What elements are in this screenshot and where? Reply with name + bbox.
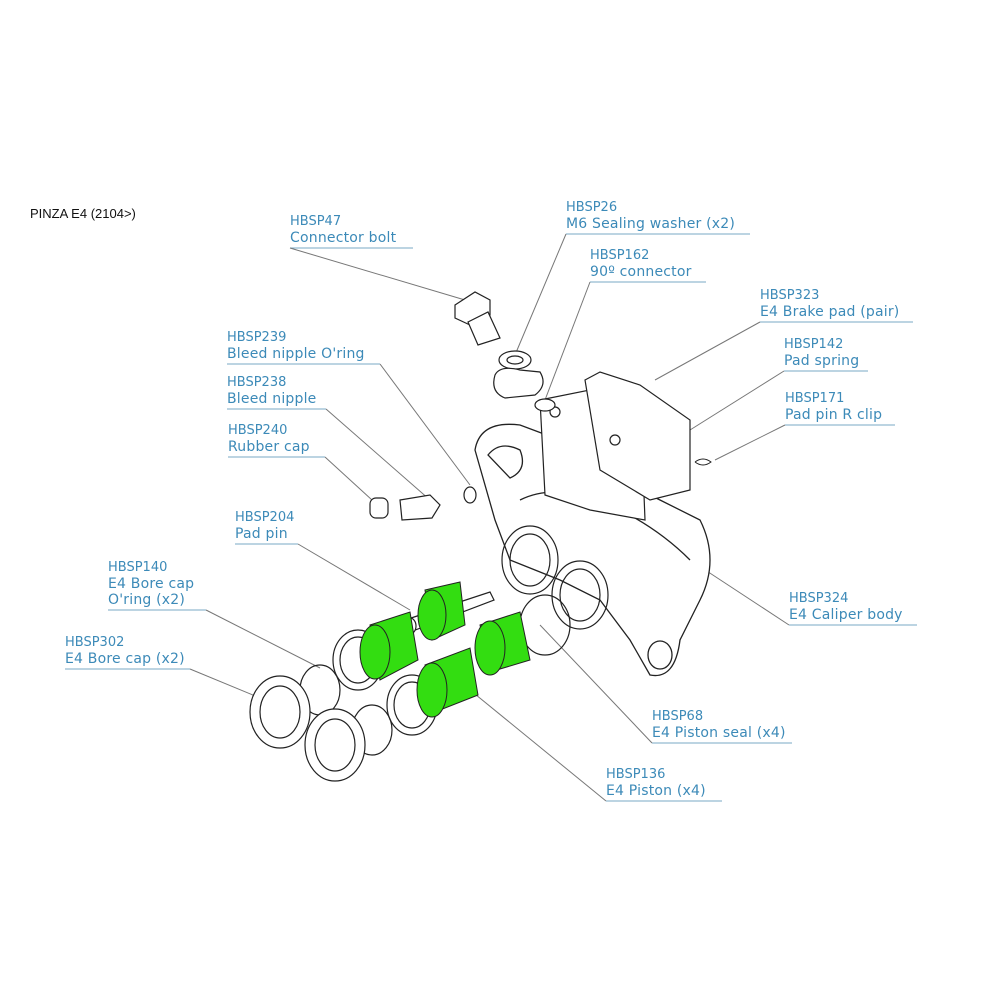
part-code: HBSP47 (290, 214, 342, 229)
part-description: Pad spring (784, 353, 860, 369)
bleed-parts (369, 486, 477, 521)
part-description: M6 Sealing washer (x2) (566, 216, 736, 232)
leader-line (205, 609, 321, 669)
leader-line (714, 424, 786, 461)
part-description: E4 Bore cap (108, 576, 195, 592)
pistons (359, 581, 531, 718)
leader-line (289, 247, 466, 301)
part-code: HBSP171 (785, 391, 845, 406)
part-code: HBSP140 (108, 560, 168, 575)
leader-line (514, 233, 567, 356)
connector-parts (454, 291, 556, 412)
leader-line (297, 543, 411, 611)
leader-line (469, 689, 607, 802)
diagram-title: PINZA E4 (2104>) (30, 206, 136, 221)
leader-line (654, 321, 761, 381)
part-description: E4 Piston seal (x4) (652, 725, 786, 741)
leader-line (189, 668, 266, 701)
part-description: 90º connector (590, 264, 692, 280)
part-description: Rubber cap (228, 439, 310, 455)
part-code: HBSP204 (235, 510, 295, 525)
part-description: Pad pin R clip (785, 407, 883, 423)
leader-lines (65, 233, 917, 802)
leader-line (539, 624, 653, 744)
part-code: HBSP302 (65, 635, 125, 650)
part-description: E4 Bore cap (x2) (65, 651, 185, 667)
leader-line (324, 456, 373, 501)
part-code: HBSP162 (590, 248, 650, 263)
leader-line (325, 408, 431, 501)
leader-line (689, 370, 785, 431)
part-description: E4 Piston (x4) (606, 783, 706, 799)
brake-pads (539, 371, 691, 521)
part-description: Pad pin (235, 526, 288, 542)
part-code: HBSP240 (228, 423, 288, 438)
bore-caps (249, 675, 366, 782)
leader-line (379, 363, 471, 486)
pad-clip (694, 458, 712, 466)
part-description: Bleed nipple O'ring (227, 346, 365, 362)
part-description: Connector bolt (290, 230, 397, 246)
part-code: HBSP136 (606, 767, 666, 782)
part-code: HBSP324 (789, 591, 849, 606)
part-description: O'ring (x2) (108, 592, 186, 608)
part-description: Bleed nipple (227, 391, 317, 407)
leader-line (544, 281, 591, 401)
part-code: HBSP323 (760, 288, 820, 303)
part-code: HBSP239 (227, 330, 287, 345)
part-code: HBSP26 (566, 200, 618, 215)
part-description: E4 Brake pad (pair) (760, 304, 900, 320)
part-description: E4 Caliper body (789, 607, 903, 623)
part-code: HBSP238 (227, 375, 287, 390)
part-code: HBSP142 (784, 337, 844, 352)
part-code: HBSP68 (652, 709, 704, 724)
